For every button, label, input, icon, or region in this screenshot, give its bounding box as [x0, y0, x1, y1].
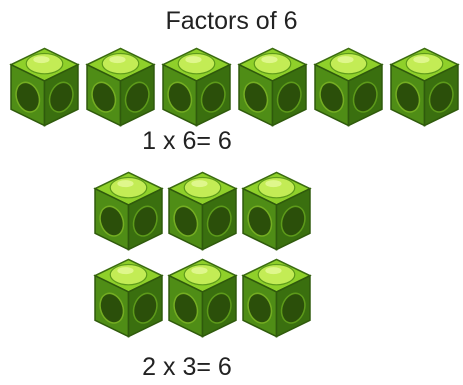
cube-block [93, 257, 164, 339]
cube-block [9, 46, 80, 128]
diagram-title: Factors of 6 [0, 6, 463, 36]
cube-block [389, 46, 460, 128]
cube-block [241, 257, 312, 339]
cube-block [241, 170, 312, 252]
cube-block [161, 46, 232, 128]
equation-1x6: 1 x 6= 6 [107, 126, 267, 156]
equation-2x3: 2 x 3= 6 [107, 352, 267, 382]
cube-block [167, 257, 238, 339]
cube-block [237, 46, 308, 128]
cube-block [167, 170, 238, 252]
cube-block [313, 46, 384, 128]
cube-block [85, 46, 156, 128]
cube-block [93, 170, 164, 252]
